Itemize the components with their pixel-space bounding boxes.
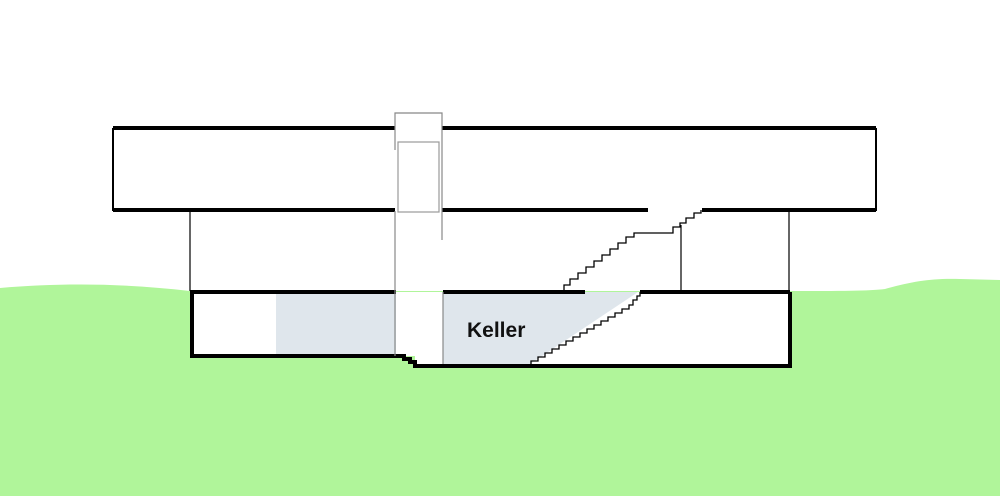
- staircase-upper: [563, 210, 702, 291]
- elevator-shaft: [394, 112, 444, 364]
- upper-floor: [113, 128, 876, 211]
- basement-shaded-keller: [443, 292, 638, 364]
- staircase-lower: [530, 292, 641, 365]
- basement-shaded-left: [276, 292, 396, 356]
- basement-label: Keller: [467, 319, 526, 342]
- basement-walls: [190, 292, 792, 368]
